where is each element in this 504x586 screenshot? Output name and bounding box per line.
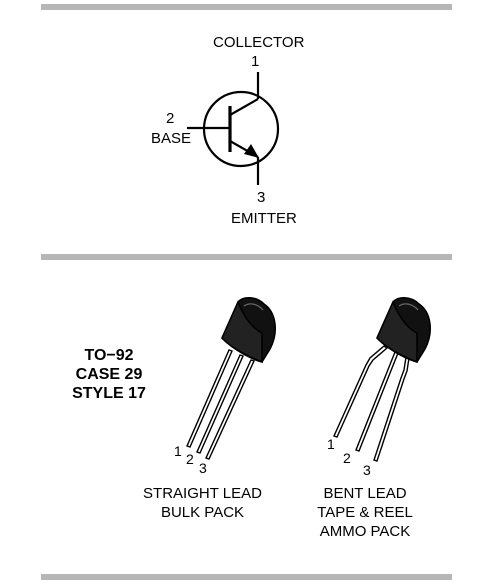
bent-caption-line: TAPE & REEL [317,504,413,521]
bent-body-flat [376,300,418,364]
bent-lead-caption: BENT LEAD TAPE & REEL AMMO PACK [290,484,440,541]
bent-pin-3: 3 [363,462,371,478]
straight-lead-3 [205,359,255,460]
middle-divider [41,254,452,260]
base-pin-number: 2 [166,110,175,127]
straight-caption-line: STRAIGHT LEAD [143,485,262,502]
straight-caption-line: BULK PACK [160,504,245,521]
bent-lead-3 [373,356,410,462]
straight-pin-2: 2 [186,451,194,467]
bent-pin-2: 2 [343,450,351,466]
straight-body-highlight [243,303,264,311]
straight-lead-1 [186,349,233,448]
collector-diagonal [229,98,259,116]
collector-pin-number: 1 [251,53,260,70]
bent-lead-1 [333,345,389,438]
base-label: BASE [151,130,192,147]
straight-pin-3: 3 [199,460,207,476]
bent-body-highlight [398,303,419,311]
bent-pin-1: 1 [327,436,335,452]
emitter-pin-number: 3 [257,189,266,206]
bottom-divider [41,574,452,580]
straight-lead-caption: STRAIGHT LEAD BULK PACK [130,484,275,522]
package-name: TO−92 CASE 29 STYLE 17 [54,346,164,403]
straight-pin-1: 1 [174,443,182,459]
top-divider [41,4,452,10]
straight-body-flat [221,300,263,364]
package-name-line: TO−92 [84,347,134,364]
package-name-line: STYLE 17 [72,385,146,402]
package-name-line: CASE 29 [75,366,143,383]
bent-caption-line: BENT LEAD [323,485,407,502]
straight-lead-2 [196,354,244,454]
collector-label: COLLECTOR [213,34,305,51]
bent-lead-2 [355,351,399,452]
emitter-arrow [244,144,259,158]
bent-caption-line: AMMO PACK [319,523,411,540]
emitter-label: EMITTER [231,210,297,227]
